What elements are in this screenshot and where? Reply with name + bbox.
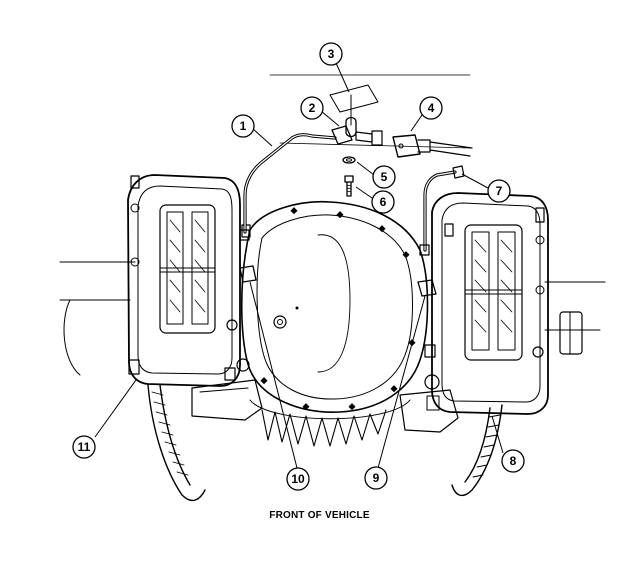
figure-caption: FRONT OF VEHICLE — [269, 510, 370, 521]
callout-7: 7 — [487, 179, 511, 203]
callout-5: 5 — [372, 165, 396, 189]
callout-7-number: 7 — [496, 184, 503, 198]
callout-9: 9 — [364, 466, 388, 490]
brake-tube-right — [419, 165, 465, 256]
right-brake-rotor — [451, 404, 503, 497]
callout-8-number: 8 — [510, 454, 517, 468]
callout-8: 8 — [501, 449, 525, 473]
callout-10: 10 — [286, 467, 310, 491]
callout-3: 3 — [319, 42, 343, 66]
callout-2: 2 — [300, 96, 324, 120]
callout-2-number: 2 — [309, 101, 316, 115]
callout-1: 1 — [231, 114, 255, 138]
brake-tube-left — [239, 133, 337, 241]
spacers — [239, 265, 437, 297]
differential-housing — [240, 200, 429, 447]
right-brake-caliper — [424, 192, 549, 415]
callout-1-number: 1 — [240, 119, 247, 133]
left-brake-rotor — [147, 384, 206, 502]
callout-6-number: 6 — [380, 195, 387, 209]
callout-11-number: 11 — [78, 440, 91, 454]
callout-5-number: 5 — [381, 170, 388, 184]
callout-11: 11 — [72, 435, 96, 459]
callout-9-number: 9 — [373, 471, 380, 485]
brake-tee-assembly — [331, 94, 473, 197]
lower-mounts — [191, 358, 459, 433]
callout-4: 4 — [419, 96, 443, 120]
callout-6: 6 — [371, 190, 395, 214]
callout-3-number: 3 — [328, 47, 335, 61]
callout-10-number: 10 — [291, 472, 305, 486]
left-brake-caliper — [127, 174, 251, 387]
leader-lines — [94, 62, 504, 469]
callout-4-number: 4 — [428, 101, 435, 115]
